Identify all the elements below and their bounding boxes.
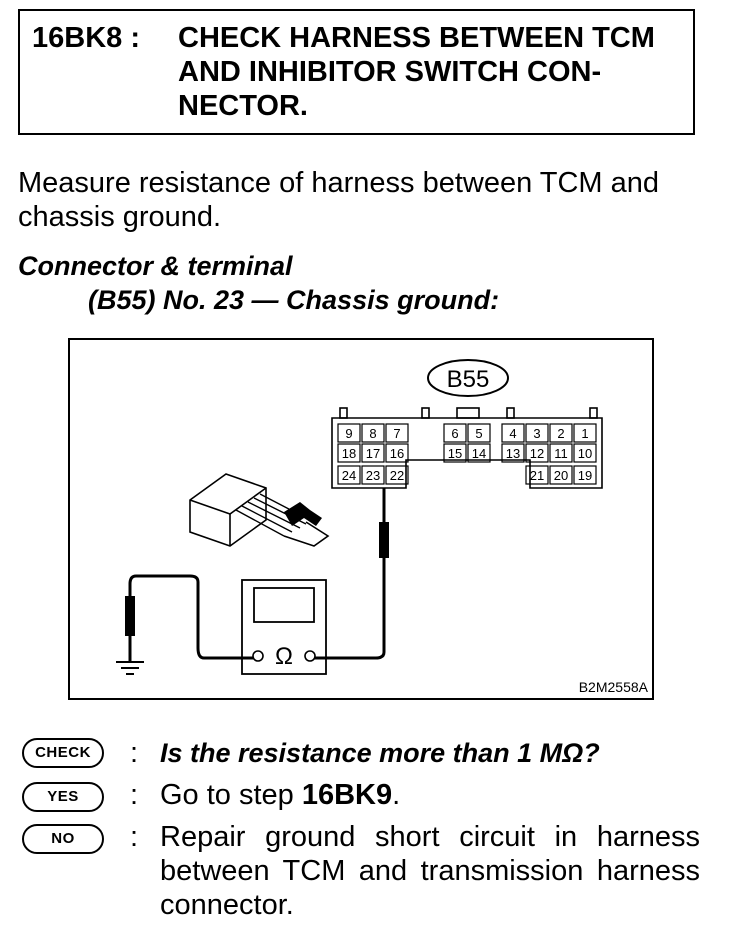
terminal-cell xyxy=(443,423,467,443)
terminal-cell xyxy=(549,423,573,443)
terminal-cell xyxy=(361,423,385,443)
terminal-number: 1 xyxy=(581,426,588,441)
meter-terminal-right xyxy=(304,650,316,662)
ohm-symbol-icon: Ω xyxy=(275,643,293,670)
connector-terminal-spec: (B55) No. 23 — Chassis ground: xyxy=(88,285,500,315)
terminal-cell xyxy=(385,465,409,485)
terminal-cell xyxy=(443,443,467,463)
step-header: 16BK8 : CHECK HARNESS BETWEEN TCM AND IN… xyxy=(18,9,695,135)
terminal-number: 13 xyxy=(506,446,520,461)
terminal-cell xyxy=(467,423,491,443)
instruction-text: Measure resistance of harness between TC… xyxy=(18,167,660,233)
check-question: Is the resistance more than 1 MΩ? xyxy=(160,738,600,768)
harness-connector-drawing xyxy=(189,473,330,547)
no-colon: : xyxy=(130,821,139,853)
yes-badge: YES xyxy=(22,782,104,812)
ground-probe xyxy=(125,596,135,636)
meter-terminal-left xyxy=(252,650,264,662)
terminal-number: 9 xyxy=(345,426,352,441)
terminal-cell xyxy=(361,443,385,463)
check-badge: CHECK xyxy=(22,738,104,768)
terminal-number: 17 xyxy=(366,446,380,461)
yes-answer: Go to step 16BK9. xyxy=(160,778,700,812)
terminal-number: 15 xyxy=(448,446,462,461)
no-answer: Repair ground short circuit in harness b… xyxy=(160,821,700,921)
terminal-number: 20 xyxy=(554,468,568,483)
terminal-number: 6 xyxy=(451,426,458,441)
connector-label: B55 xyxy=(447,366,490,393)
terminal-cell xyxy=(501,423,525,443)
step-number: 16BK8 : xyxy=(32,22,140,54)
terminal-cell xyxy=(525,443,549,463)
terminal-cell xyxy=(549,465,573,485)
direction-arrow-icon xyxy=(284,502,322,526)
terminal-cell xyxy=(525,465,549,485)
terminal-number: 4 xyxy=(509,426,516,441)
terminal-number: 24 xyxy=(342,468,356,483)
ohmmeter xyxy=(241,579,327,675)
no-badge: NO xyxy=(22,824,104,854)
terminal-cell xyxy=(361,465,385,485)
terminal-number: 18 xyxy=(342,446,356,461)
terminal-number: 8 xyxy=(369,426,376,441)
terminal-number: 14 xyxy=(472,446,486,461)
next-step-link[interactable]: 16BK9 xyxy=(301,779,393,811)
terminal-cell xyxy=(525,423,549,443)
terminal-cell xyxy=(337,443,361,463)
ground-test-lead xyxy=(128,574,256,662)
terminal-number: 7 xyxy=(393,426,400,441)
connector-heading: Connector & terminal xyxy=(18,251,293,281)
terminal-cell xyxy=(467,443,491,463)
terminal-cell xyxy=(549,443,573,463)
yes-answer-suffix: . xyxy=(392,779,401,811)
terminal-number: 10 xyxy=(578,446,592,461)
terminal-number: 3 xyxy=(533,426,540,441)
terminal-cell xyxy=(573,465,597,485)
ground-symbol-icon xyxy=(116,661,144,675)
terminal-cell xyxy=(573,443,597,463)
connector-b55 xyxy=(331,407,603,489)
terminal-number: 19 xyxy=(578,468,592,483)
terminal-number: 22 xyxy=(390,468,404,483)
terminal-number: 16 xyxy=(390,446,404,461)
terminal-number: 5 xyxy=(475,426,482,441)
connector-label-ellipse xyxy=(427,359,509,397)
step-title: CHECK HARNESS BETWEEN TCM AND INHIBITOR … xyxy=(178,22,655,122)
terminal-number: 11 xyxy=(554,446,568,461)
terminal-cell xyxy=(573,423,597,443)
yes-answer-prefix: Go to step xyxy=(160,779,302,811)
terminal-number: 23 xyxy=(366,468,380,483)
terminal-cell xyxy=(337,423,361,443)
terminal-number: 2 xyxy=(557,426,564,441)
terminal-number: 21 xyxy=(530,468,544,483)
terminal-cell xyxy=(501,443,525,463)
yes-colon: : xyxy=(130,779,139,811)
terminal-cell xyxy=(337,465,361,485)
terminal-cell xyxy=(385,443,409,463)
positive-test-lead xyxy=(314,488,386,660)
terminal-cell xyxy=(385,423,409,443)
figure-code: B2M2558A xyxy=(579,679,649,695)
positive-probe xyxy=(379,522,389,558)
check-colon: : xyxy=(130,737,139,769)
terminal-number: 12 xyxy=(530,446,544,461)
